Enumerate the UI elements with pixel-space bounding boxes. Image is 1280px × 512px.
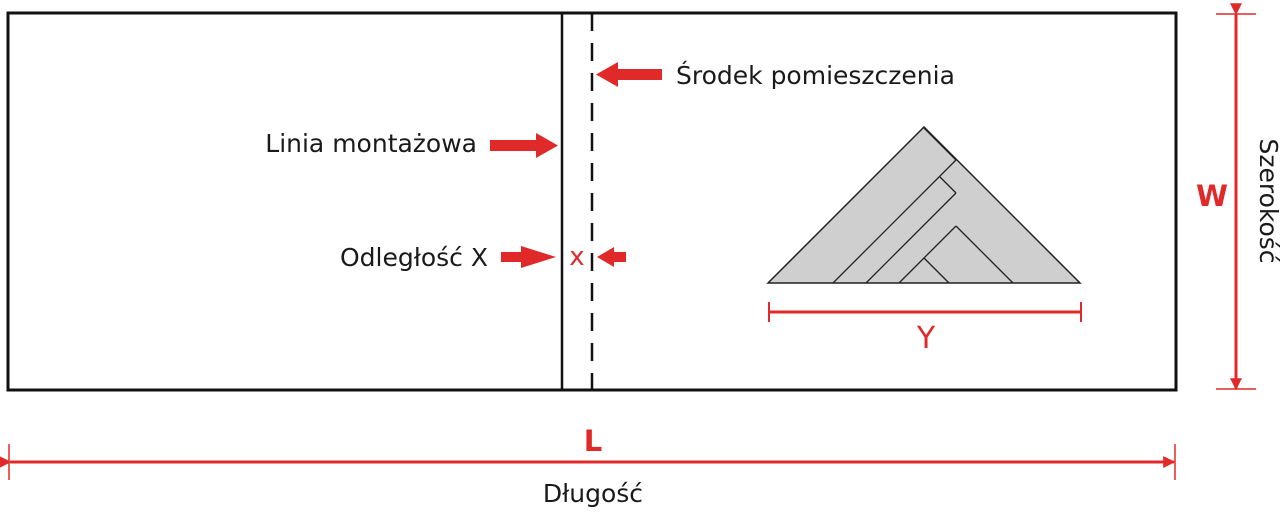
- length-mark: L: [584, 424, 602, 458]
- width-word: Szerokość: [1254, 138, 1280, 263]
- width-mark: W: [1196, 179, 1228, 213]
- room-center-label: Środek pomieszczenia: [676, 60, 955, 90]
- distance-x-label: Odległość X: [340, 243, 488, 272]
- distance-x-mark: x: [569, 242, 584, 272]
- distance-x-arrow-right: [597, 247, 626, 267]
- room-center-arrow: [596, 62, 662, 87]
- y-mark: Y: [916, 321, 936, 356]
- mounting-line-arrow: [490, 133, 558, 158]
- parquet-triangle: [766, 125, 1082, 284]
- mounting-line-label: Linia montażowa: [265, 129, 477, 158]
- distance-x-arrow-left: [501, 246, 556, 268]
- length-word: Długość: [543, 479, 643, 507]
